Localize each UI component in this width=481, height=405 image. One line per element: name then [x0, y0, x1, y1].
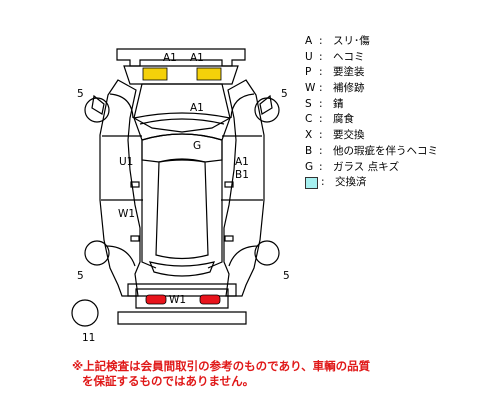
legend-row: W: 補修跡 [305, 81, 438, 97]
legend-row: X: 要交換 [305, 128, 438, 144]
rear-window-outline [149, 261, 215, 277]
rear-bumper-outline [127, 283, 237, 297]
exchanged-swatch-icon [305, 177, 318, 190]
top-left-side [141, 140, 157, 269]
disclaimer-line-1: ※上記検査は会員間取引の参考のものであり、車輌の品質 [72, 359, 371, 373]
legend-row: B: 他の瑕疵を伴うヘコミ [305, 144, 438, 160]
hood-label: A1 [190, 102, 204, 114]
right-handle-rear [224, 235, 234, 242]
left-mirror [91, 94, 105, 115]
front-lip-outline [123, 65, 239, 85]
legend-row: A: スリ･傷 [305, 34, 438, 50]
legend-code: S [305, 97, 312, 110]
legend-row: : 交換済 [305, 175, 438, 191]
legend-label: 腐食 [333, 113, 354, 126]
right-handle-front [224, 181, 234, 188]
legend-code: G [305, 160, 314, 173]
legend-code: W [305, 82, 316, 95]
top-right-side [207, 140, 223, 269]
front-bumper-right-label: A1 [190, 52, 204, 64]
legend-label: 要塗装 [333, 66, 365, 79]
legend-label: スリ･傷 [333, 35, 370, 47]
front-right-tire-icon [254, 97, 280, 123]
legend-label: ヘコミ [333, 50, 365, 63]
legend-separator: : [319, 66, 323, 79]
rear-left-tire-icon [84, 240, 110, 266]
legend-separator: : [319, 160, 323, 173]
rear-bumper-label: W1 [169, 294, 186, 306]
legend-code: P [305, 66, 312, 79]
front-left-highlight [142, 67, 168, 81]
legend: A:スリ･傷 U:ヘコミ P:要塗装 W:補修跡 S:錆 C:腐食 X:要交換 … [305, 34, 438, 191]
legend-label: 錆 [333, 97, 344, 110]
legend-row: C: 腐食 [305, 112, 438, 128]
legend-code: C [305, 113, 313, 126]
car-damage-diagram: A1 A1 A1 G U1 W1 A1 B1 W1 5 5 5 5 11 [71, 48, 290, 344]
left-handle-rear [130, 235, 140, 242]
legend-separator: : [319, 113, 323, 126]
front-left-tire-label: 5 [77, 88, 84, 100]
legend-label: 要交換 [333, 129, 365, 142]
legend-code: U [305, 50, 313, 63]
spare-tire-label: 11 [82, 332, 95, 344]
right-rear-wheel-arch [228, 245, 259, 267]
right-door-1-label: A1 [235, 156, 249, 168]
rear-right-highlight [199, 294, 221, 305]
legend-row: U: ヘコミ [305, 50, 438, 66]
legend-row: S: 錆 [305, 97, 438, 113]
legend-row: G: ガラス 点キズ [305, 160, 438, 176]
legend-separator: : [319, 129, 323, 142]
legend-code: B [305, 144, 313, 157]
windshield-inner [139, 118, 225, 125]
legend-row: P: 要塗装 [305, 65, 438, 81]
legend-separator: : [319, 144, 323, 157]
front-right-highlight [196, 67, 222, 81]
right-front-wheel-arch [230, 93, 255, 119]
roof-outline [141, 133, 223, 163]
rear-right-tire-icon [254, 240, 280, 266]
left-rear-label: W1 [118, 208, 135, 220]
legend-label: 交換済 [335, 176, 367, 189]
left-door-label: U1 [119, 156, 133, 168]
front-left-tire-icon [84, 97, 110, 123]
front-right-tire-label: 5 [281, 88, 288, 100]
left-front-wheel-arch [109, 93, 134, 119]
legend-code: X [305, 129, 313, 142]
legend-separator: : [319, 97, 323, 110]
front-bumper-left-label: A1 [163, 52, 177, 64]
legend-separator: : [319, 50, 323, 63]
legend-separator: : [319, 82, 323, 95]
legend-label: ガラス 点キズ [333, 160, 400, 173]
rear-right-tire-label: 5 [283, 270, 290, 282]
left-rear-wheel-arch [105, 245, 136, 267]
rear-lower-bumper [135, 288, 229, 309]
disclaimer: ※上記検査は会員間取引の参考のものであり、車輌の品質 を保証するものではありませ… [72, 359, 472, 389]
spare-tire-icon [71, 299, 99, 327]
hood-outline [133, 83, 231, 133]
legend-label: 補修跡 [333, 82, 365, 95]
rear-left-tire-label: 5 [77, 270, 84, 282]
legend-code: A [305, 35, 313, 47]
rear-skirt [117, 311, 247, 325]
front-bumper-outline [116, 48, 246, 67]
legend-separator: : [319, 35, 323, 47]
legend-label: 他の瑕疵を伴うヘコミ [333, 144, 438, 157]
cabin-outline [155, 158, 209, 260]
disclaimer-line-2: を保証するものではありません。 [82, 374, 255, 388]
legend-separator: : [321, 176, 325, 189]
left-handle-front [130, 181, 140, 188]
rear-left-highlight [145, 294, 167, 305]
right-mirror [259, 94, 273, 115]
right-door-2-label: B1 [235, 169, 249, 181]
roof-label: G [193, 140, 201, 152]
